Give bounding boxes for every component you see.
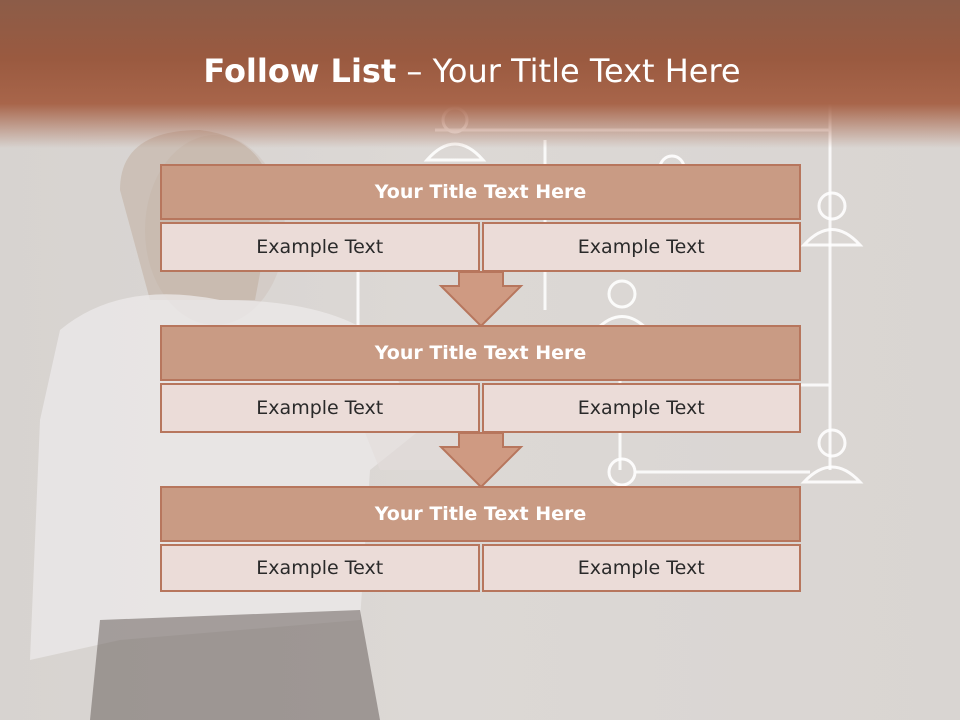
step-cell-right: Example Text — [481, 222, 801, 272]
title-rest-part: – Your Title Text Here — [396, 52, 741, 90]
step-block-2: Your Title Text Here Example Text Exampl… — [160, 325, 801, 433]
step-title: Your Title Text Here — [160, 325, 801, 381]
down-arrow-icon — [438, 271, 524, 328]
title-banner — [0, 0, 960, 148]
step-block-1: Your Title Text Here Example Text Exampl… — [160, 164, 801, 272]
step-row: Example Text Example Text — [160, 544, 801, 592]
step-cell-left: Example Text — [160, 222, 480, 272]
step-cell-right: Example Text — [481, 544, 801, 592]
step-block-3: Your Title Text Here Example Text Exampl… — [160, 486, 801, 592]
step-title: Your Title Text Here — [160, 164, 801, 220]
down-arrow-icon — [438, 432, 524, 489]
slide-title: Follow List – Your Title Text Here — [0, 52, 944, 90]
step-cell-right: Example Text — [481, 383, 801, 433]
step-row: Example Text Example Text — [160, 383, 801, 433]
step-row: Example Text Example Text — [160, 222, 801, 272]
step-cell-left: Example Text — [160, 544, 480, 592]
step-cell-left: Example Text — [160, 383, 480, 433]
title-bold-part: Follow List — [203, 52, 397, 90]
step-title: Your Title Text Here — [160, 486, 801, 542]
